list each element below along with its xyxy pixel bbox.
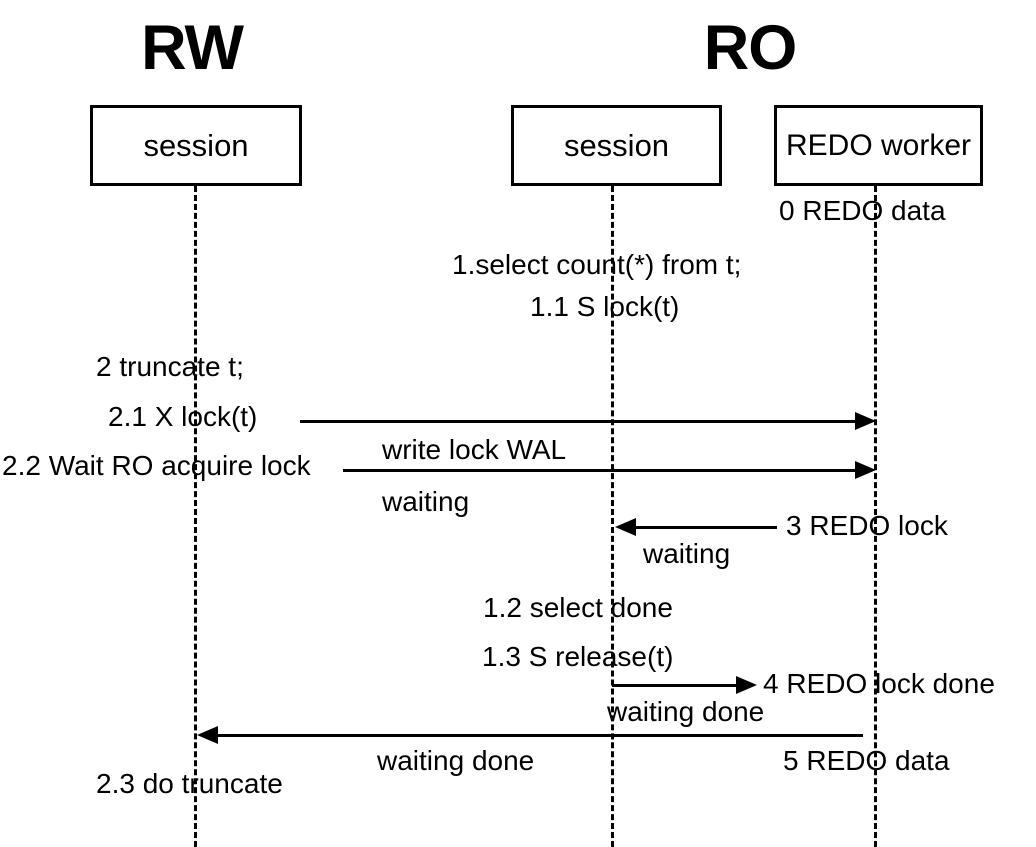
label-redo-data-5: 5 REDO data (783, 745, 950, 776)
arrow-redo-lock-done-line (612, 684, 737, 687)
label-redo-lock-3: 3 REDO lock (786, 510, 948, 541)
label-write-lock-wal: write lock WAL (382, 434, 567, 465)
label-x-lock: 2.1 X lock(t) (108, 401, 258, 432)
label-waiting-1: waiting (382, 486, 470, 517)
lifeline-rw-session (194, 186, 197, 847)
group-header-ro: RO (703, 13, 797, 83)
arrow-redo-lock-done-head (736, 676, 757, 694)
arrow-redo-data-head (197, 726, 218, 744)
arrow-redo-data-line (217, 734, 863, 737)
arrow-write-lock-wal-line (343, 469, 856, 472)
label-select-done: 1.2 select done (483, 592, 673, 623)
arrow-x-lock-line (300, 420, 856, 423)
arrow-redo-lock-head (615, 518, 636, 536)
participant-ro-session-label: session (563, 127, 670, 163)
lifeline-redo-worker (874, 186, 877, 847)
label-redo-lock-done-4: 4 REDO lock done (763, 668, 995, 699)
participant-rw-session: session (90, 105, 302, 186)
arrow-write-lock-wal-head (855, 461, 876, 479)
group-header-rw: RW (141, 13, 244, 83)
lifeline-ro-session (611, 186, 614, 847)
label-do-truncate: 2.3 do truncate (96, 768, 283, 799)
label-truncate: 2 truncate t; (96, 351, 244, 382)
label-select-count: 1.select count(*) from t; (452, 249, 742, 280)
label-waiting-done-2: waiting done (377, 745, 535, 776)
arrow-x-lock-head (855, 412, 876, 430)
label-waiting-2: waiting (643, 538, 731, 569)
label-waiting-done-1: waiting done (607, 696, 765, 727)
participant-redo-worker-label: REDO worker (785, 128, 972, 162)
label-s-release: 1.3 S release(t) (482, 641, 674, 672)
label-s-lock: 1.1 S lock(t) (530, 291, 680, 322)
label-wait-ro-acquire: 2.2 Wait RO acquire lock (2, 450, 311, 481)
participant-redo-worker: REDO worker (774, 105, 983, 186)
arrow-redo-lock-line (635, 526, 777, 529)
label-redo-data-0: 0 REDO data (779, 195, 946, 226)
participant-rw-session-label: session (143, 127, 249, 163)
participant-ro-session: session (511, 105, 722, 186)
